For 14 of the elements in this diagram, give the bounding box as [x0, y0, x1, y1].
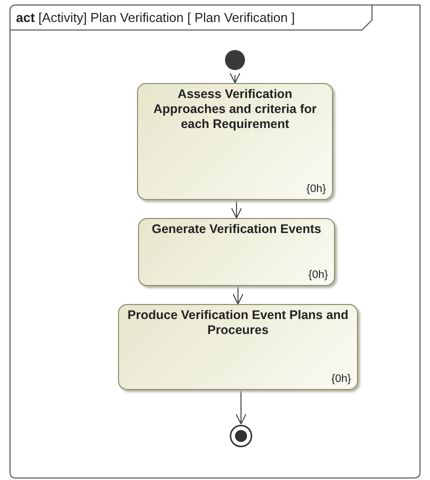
action-box	[118, 304, 358, 390]
action-label: Produce Verification Event Plans and Proceures	[126, 308, 350, 338]
duration-label: {0h}	[331, 373, 351, 385]
control-flow-arrow	[231, 200, 242, 218]
duration-label: {0h}	[308, 269, 328, 281]
action-label: Assess Verification Approaches and criteria for each Requirement	[152, 87, 318, 132]
duration-label: {0h}	[306, 183, 326, 195]
action-label: Generate Verification Events	[150, 222, 322, 237]
action-box	[138, 218, 335, 286]
action-box	[137, 83, 333, 200]
control-flow-arrow	[232, 286, 244, 304]
frame-heading: act [Activity] Plan Verification [ Plan Verification ]	[16, 10, 295, 25]
control-flow-arrow	[236, 390, 246, 424]
control-flow-arrow	[230, 72, 240, 84]
